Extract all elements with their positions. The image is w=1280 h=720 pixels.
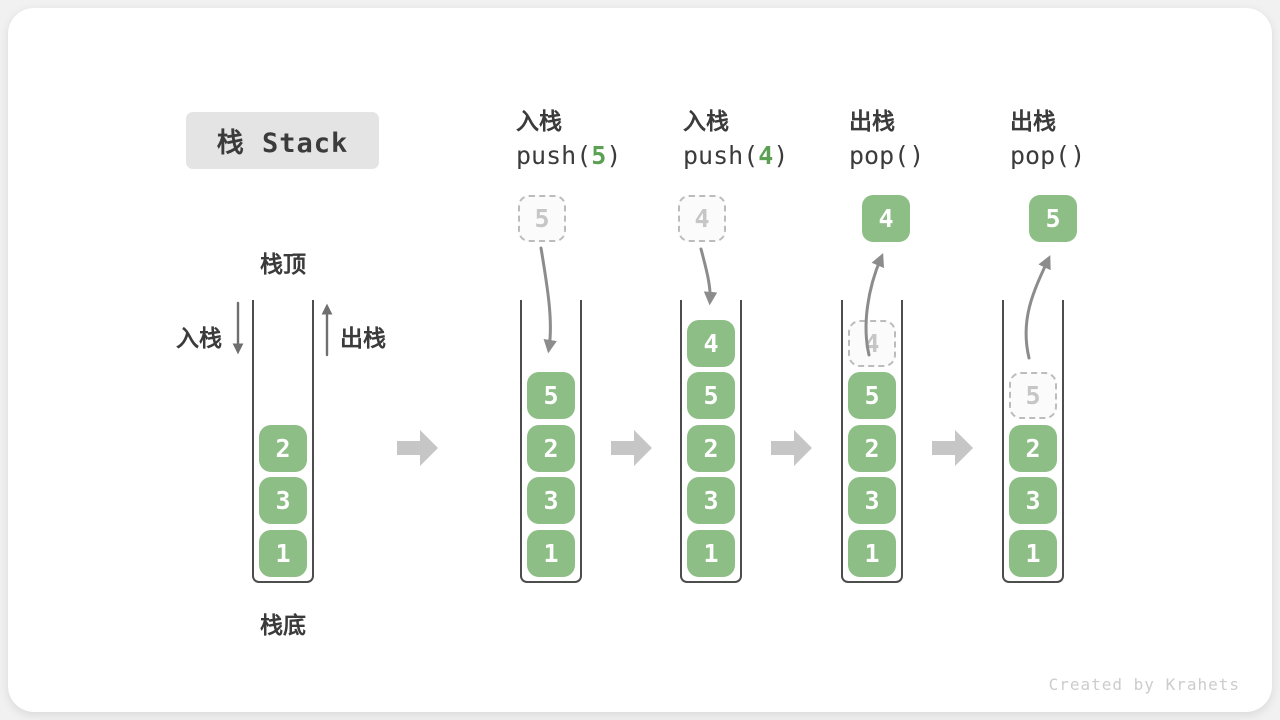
stack-cell: 5	[687, 372, 735, 419]
popped-value-box: 4	[862, 195, 910, 242]
stack-cell: 1	[527, 529, 575, 577]
stack-container-after-pop-5: 5 2 3 1	[1002, 300, 1064, 583]
code-prefix: push(	[516, 141, 592, 170]
title-badge: 栈 Stack	[186, 112, 379, 169]
op-header-push-5: 入栈 push(5)	[516, 106, 686, 173]
stack-cell: 5	[527, 372, 575, 419]
stack-cell: 2	[848, 424, 896, 472]
op-name: 出栈	[849, 108, 895, 134]
stack-container-after-push-5: 5 2 3 1	[520, 300, 582, 583]
popped-value-box: 5	[1029, 195, 1077, 242]
stack-cell: 3	[848, 477, 896, 524]
stack-cell: 1	[687, 529, 735, 577]
code-suffix: )	[909, 141, 925, 170]
stack-cell: 1	[1009, 529, 1057, 577]
code-prefix: pop(	[1010, 141, 1071, 170]
stack-cell-ghost: 4	[848, 319, 896, 367]
op-code: push(5)	[516, 139, 686, 173]
stack-top-label: 栈顶	[260, 251, 306, 277]
pushed-value-box: 4	[678, 195, 726, 242]
stack-cell: 2	[687, 424, 735, 472]
stack-bottom-label: 栈底	[260, 612, 306, 638]
code-arg: 4	[758, 141, 774, 170]
op-header-pop-2: 出栈 pop()	[1010, 106, 1180, 173]
op-name: 入栈	[516, 108, 562, 134]
watermark: Created by Krahets	[1048, 675, 1240, 694]
code-suffix: )	[1070, 141, 1086, 170]
stack-cell: 2	[527, 424, 575, 472]
stack-container-initial-stack: 2 3 1	[252, 300, 314, 583]
op-code: push(4)	[683, 139, 853, 173]
op-code: pop()	[849, 139, 1019, 173]
stack-cell: 4	[687, 319, 735, 367]
stack-container-after-pop-4: 4 5 2 3 1	[841, 300, 903, 583]
op-header-push-4: 入栈 push(4)	[683, 106, 853, 173]
code-suffix: )	[606, 141, 622, 170]
pushed-value-box: 5	[518, 195, 566, 242]
stack-cell: 3	[1009, 477, 1057, 524]
stack-cell: 3	[527, 477, 575, 524]
stack-cell: 1	[259, 529, 307, 577]
push-direction-label: 入栈	[176, 325, 222, 351]
stack-cell: 3	[687, 477, 735, 524]
code-prefix: push(	[683, 141, 759, 170]
stack-cell: 2	[1009, 424, 1057, 472]
code-arg: 5	[591, 141, 607, 170]
stack-cell: 5	[848, 372, 896, 419]
title-text: 栈 Stack	[216, 128, 349, 159]
code-prefix: pop(	[849, 141, 910, 170]
op-name: 出栈	[1010, 108, 1056, 134]
stack-cell: 3	[259, 477, 307, 524]
code-suffix: )	[773, 141, 789, 170]
stack-container-after-push-4: 4 5 2 3 1	[680, 300, 742, 583]
pop-direction-label: 出栈	[340, 325, 386, 351]
op-header-pop-1: 出栈 pop()	[849, 106, 1019, 173]
op-code: pop()	[1010, 139, 1180, 173]
stack-cell: 2	[259, 424, 307, 472]
stack-cell-ghost: 5	[1009, 372, 1057, 419]
stack-cell: 1	[848, 529, 896, 577]
op-name: 入栈	[683, 108, 729, 134]
